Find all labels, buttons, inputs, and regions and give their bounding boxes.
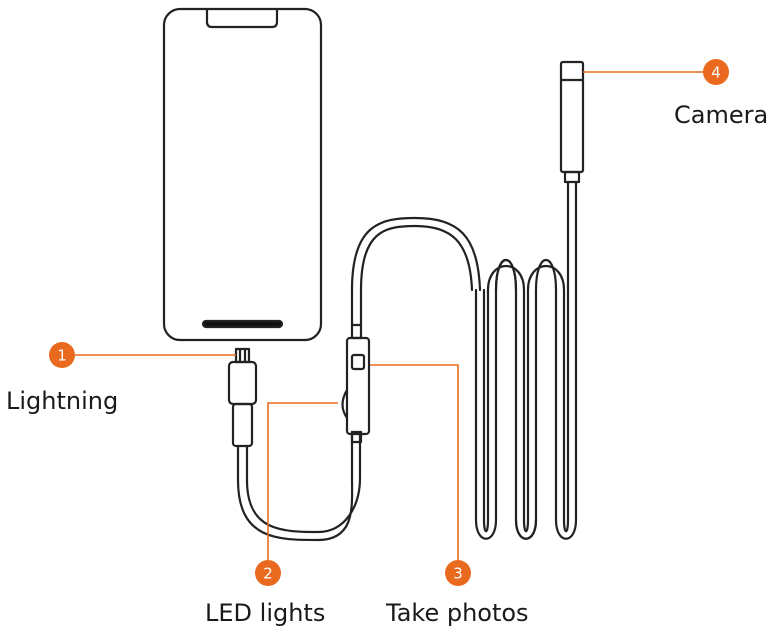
coiled-cable: [474, 180, 578, 540]
callout-badge-4: 4: [703, 59, 729, 85]
callout-badge-2: 2: [255, 560, 281, 586]
svg-text:2: 2: [263, 565, 273, 583]
camera-probe: [559, 60, 585, 184]
callout-badge-3: 3: [445, 560, 471, 586]
lightning-connector: [227, 347, 258, 448]
callout-line-2: [267, 402, 338, 573]
label-camera: Camera: [674, 101, 769, 129]
label-led-lights: LED lights: [205, 599, 326, 627]
callout-badge-1: 1: [49, 342, 75, 368]
svg-text:4: 4: [711, 64, 721, 82]
label-lightning: Lightning: [6, 387, 119, 415]
callout-lines: [75, 71, 715, 573]
control-box: [341, 323, 371, 444]
led-bump: [341, 388, 349, 420]
smartphone: [162, 7, 323, 342]
label-take-photos: Take photos: [386, 599, 529, 627]
phone-notch: [205, 7, 279, 29]
photo-button: [350, 353, 366, 371]
svg-text:3: 3: [453, 565, 463, 583]
connector-cable: [236, 430, 362, 542]
svg-text:1: 1: [57, 347, 67, 365]
loop-cable: [350, 216, 482, 327]
phone-home-bar: [201, 319, 284, 329]
callout-line-3: [370, 364, 459, 573]
